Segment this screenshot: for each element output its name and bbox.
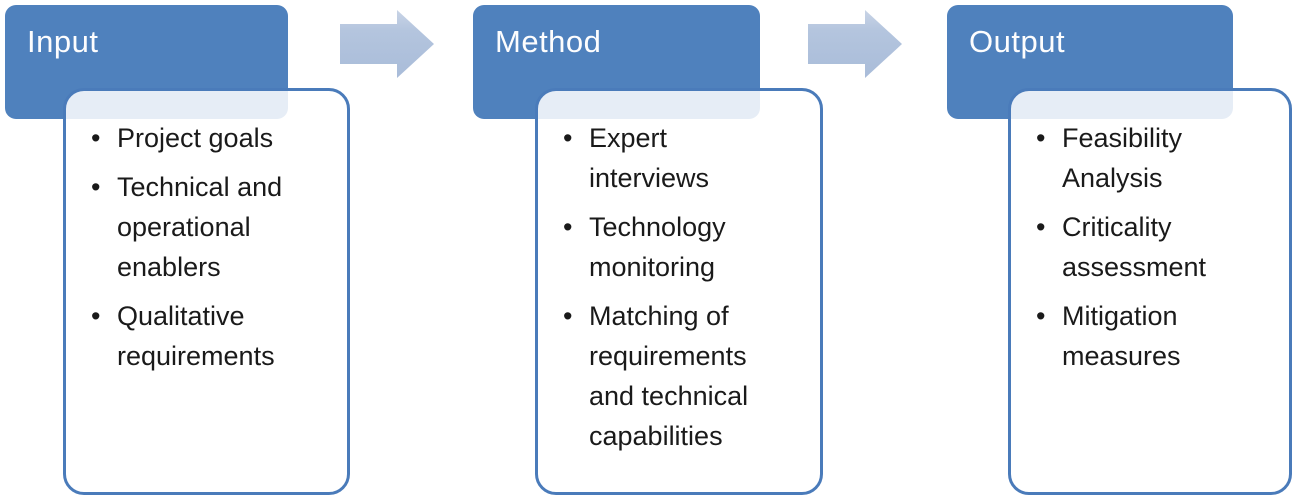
step-output-bullet-list: Feasibility Analysis Criticality assessm… [1011,91,1289,376]
step-output-title: Output [969,24,1066,59]
bullet-item: Expert interviews [563,118,816,198]
bullet-item: Mitigation measures [1036,296,1285,376]
right-arrow-icon [808,10,902,78]
bullet-item: Qualitative requirements [91,296,343,376]
bullet-item: Feasibility Analysis [1036,118,1285,198]
step-input-body: Project goals Technical and operational … [63,88,350,495]
bullet-item: Technical and operational enablers [91,167,343,287]
step-method-title: Method [495,24,602,59]
step-method-body: Expert interviews Technology monitoring … [535,88,823,495]
step-output-body: Feasibility Analysis Criticality assessm… [1008,88,1292,495]
bullet-item: Project goals [91,118,343,158]
step-input-bullet-list: Project goals Technical and operational … [66,91,347,376]
bullet-item: Criticality assessment [1036,207,1285,287]
bullet-item: Matching of requirements and technical c… [563,296,816,456]
step-method-bullet-list: Expert interviews Technology monitoring … [538,91,820,456]
bullet-item: Technology monitoring [563,207,816,287]
step-input-title: Input [27,24,99,59]
right-arrow-icon [340,10,434,78]
